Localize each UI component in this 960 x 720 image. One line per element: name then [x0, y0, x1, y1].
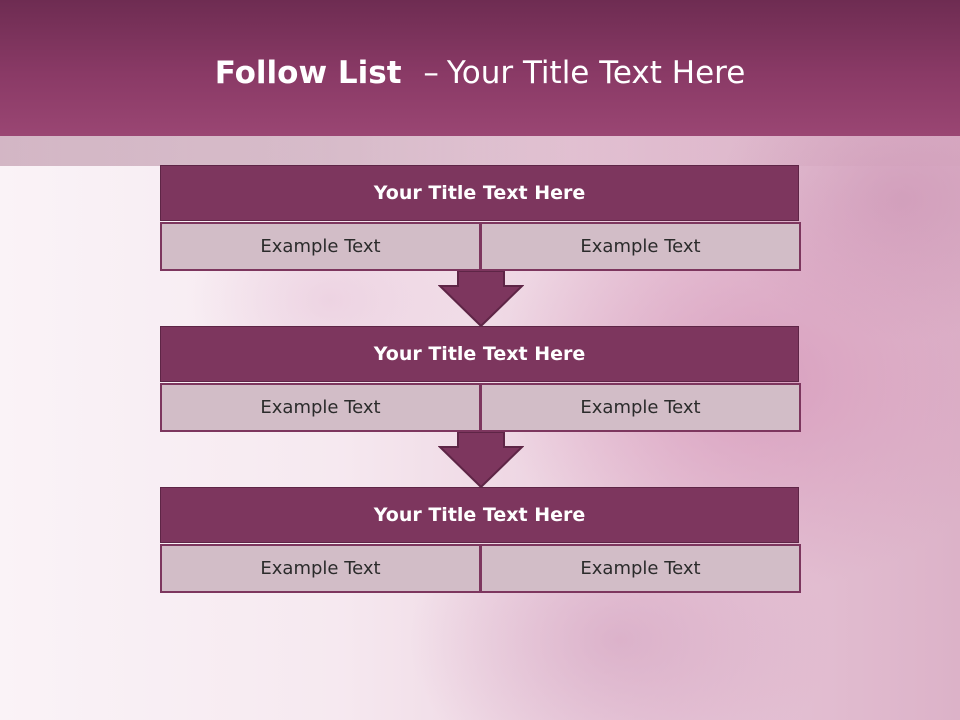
step-cell-right: Example Text	[480, 383, 801, 432]
title-bold: Follow List	[214, 55, 402, 91]
step-cell-left: Example Text	[160, 544, 481, 593]
step-cell-left: Example Text	[160, 222, 481, 271]
step-cell-right: Example Text	[480, 544, 801, 593]
step-cell-right: Example Text	[480, 222, 801, 271]
step-title: Your Title Text Here	[160, 487, 799, 543]
slide-title: Follow List –Your Title Text Here	[0, 55, 960, 91]
header-strip	[0, 136, 960, 166]
title-dash: –	[423, 55, 439, 91]
step-title: Your Title Text Here	[160, 165, 799, 221]
step-cell-left: Example Text	[160, 383, 481, 432]
down-arrow-icon	[438, 432, 524, 488]
step-title: Your Title Text Here	[160, 326, 799, 382]
header-band	[0, 0, 960, 136]
down-arrow-icon	[438, 271, 524, 327]
title-rest: Your Title Text Here	[446, 55, 746, 91]
